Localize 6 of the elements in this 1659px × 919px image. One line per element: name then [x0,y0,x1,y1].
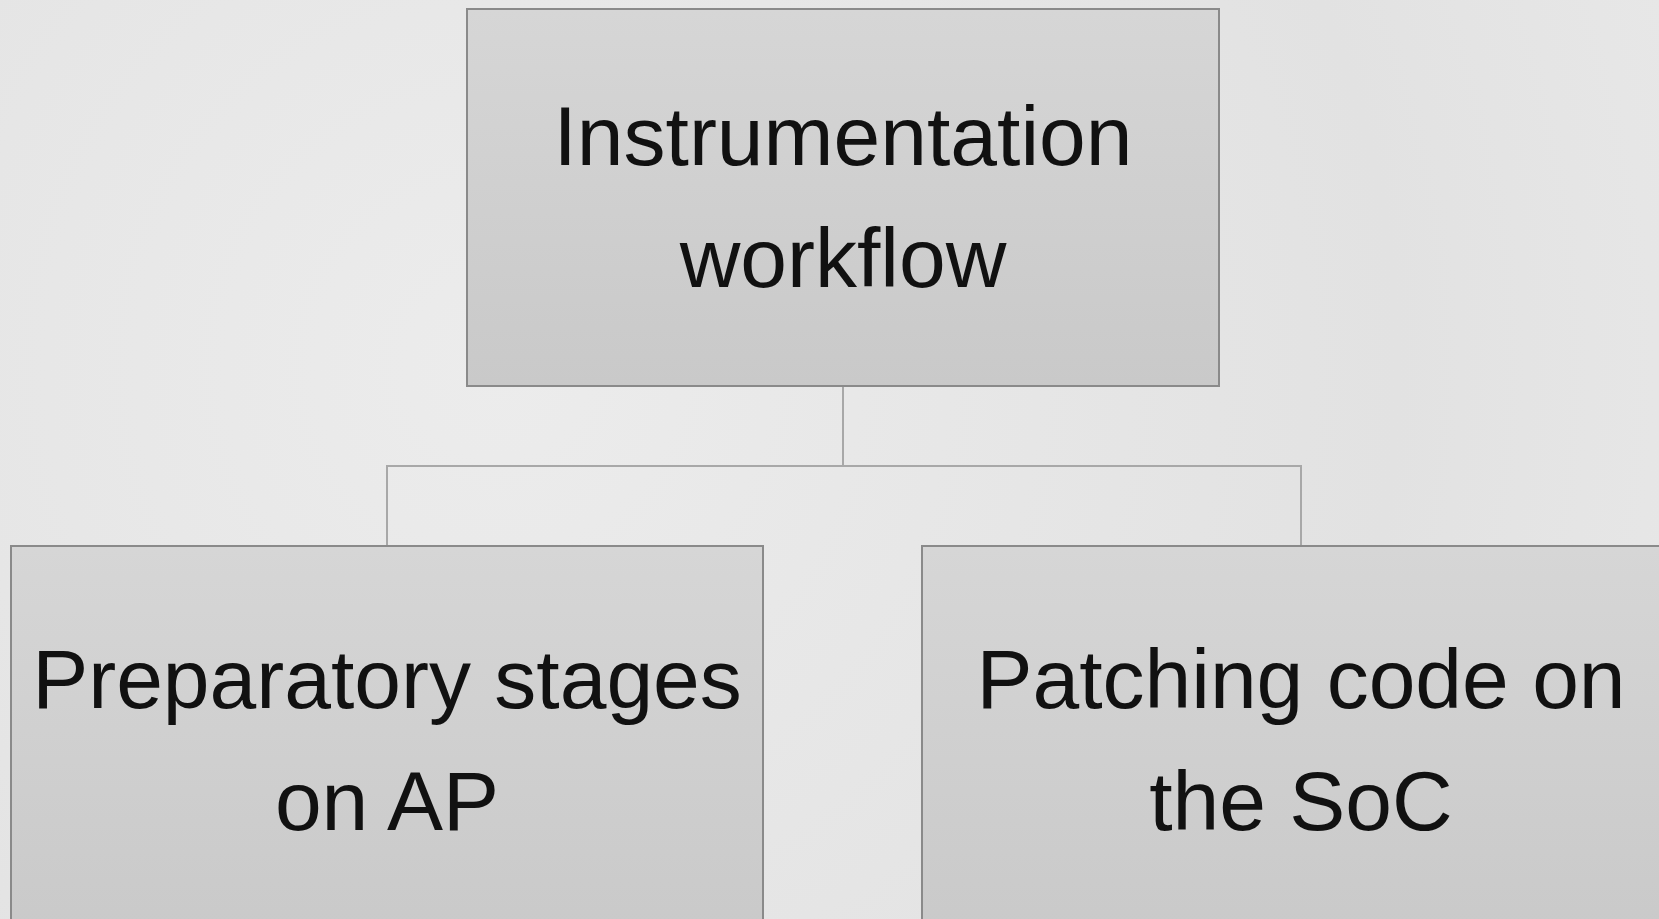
process-box [921,545,1659,919]
box-label: Patching code on the SoC [975,631,1627,850]
box-label: Preparatory stages on AP [31,631,743,850]
process-box [466,8,1220,387]
process-box [10,545,764,919]
box-label: Instrumentation workflow [552,87,1134,307]
